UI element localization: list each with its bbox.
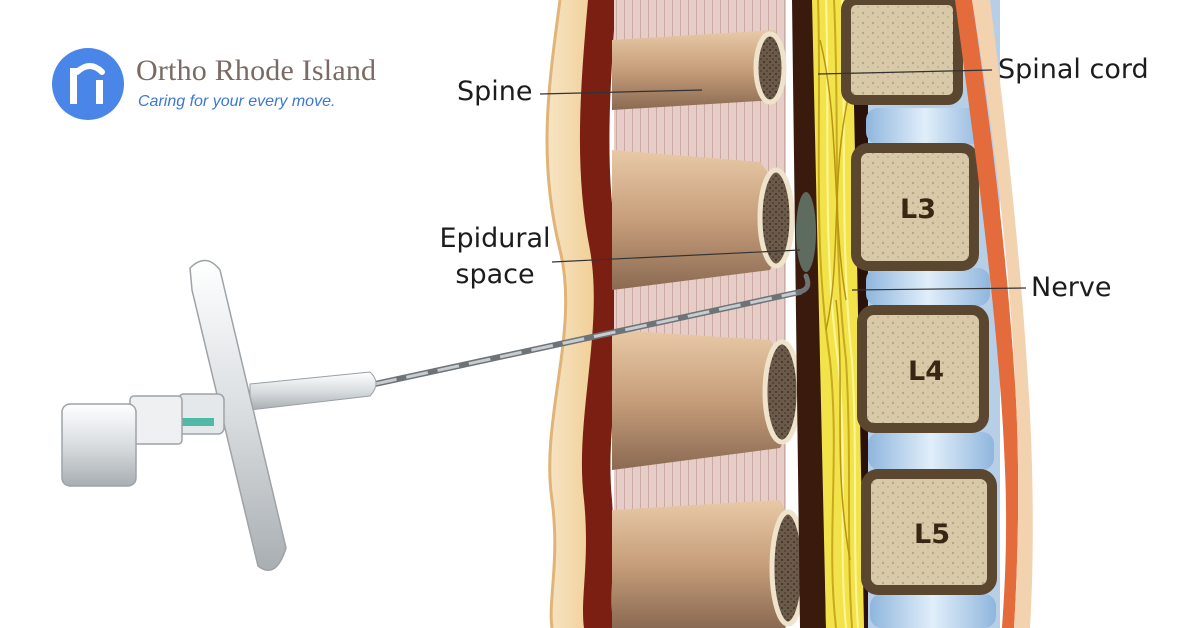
vertebral-body-l5 [861,469,997,595]
epidural-needle [61,259,811,571]
brand-name: Ortho Rhode Island [136,54,377,87]
label-spine: Spine [457,76,533,107]
epidural-space-pocket [796,192,816,272]
spinal-cord-leader [817,69,993,75]
vertebral-body [841,0,963,105]
disc [868,432,994,470]
anterior-fat [972,0,1033,628]
vertebra-label-l3: L3 [900,194,936,225]
disc [866,268,990,306]
label-epidural-line2: space [455,259,535,290]
anterior-border [955,0,1019,628]
leader-lines [539,69,1027,291]
nerve-leader [851,287,1027,291]
vertebral-body-l3 [851,143,979,271]
muscle-layer [579,0,622,628]
spinous-processes [612,30,798,628]
label-epidural-space: Epidural space [438,221,552,293]
vertebra-label-l4: L4 [908,356,944,387]
disc [866,108,984,144]
spine-leader [539,89,703,95]
brand-tagline: Caring for your every move. [138,93,336,110]
ri-monogram-icon [52,48,124,120]
label-epidural-line1: Epidural [439,223,551,254]
needle-wing [189,259,287,571]
epidural-leader [551,249,801,263]
nerve-bundle [812,0,864,628]
vertebra-label-l5: L5 [914,519,950,550]
vertebral-body-l4 [857,305,989,433]
vertebral-column [841,0,1000,628]
disc [870,594,996,628]
label-nerve: Nerve [1031,272,1112,303]
label-spinal-cord: Spinal cord [998,54,1149,85]
brand-header: Ortho Rhode Island Caring for your every… [52,48,412,128]
